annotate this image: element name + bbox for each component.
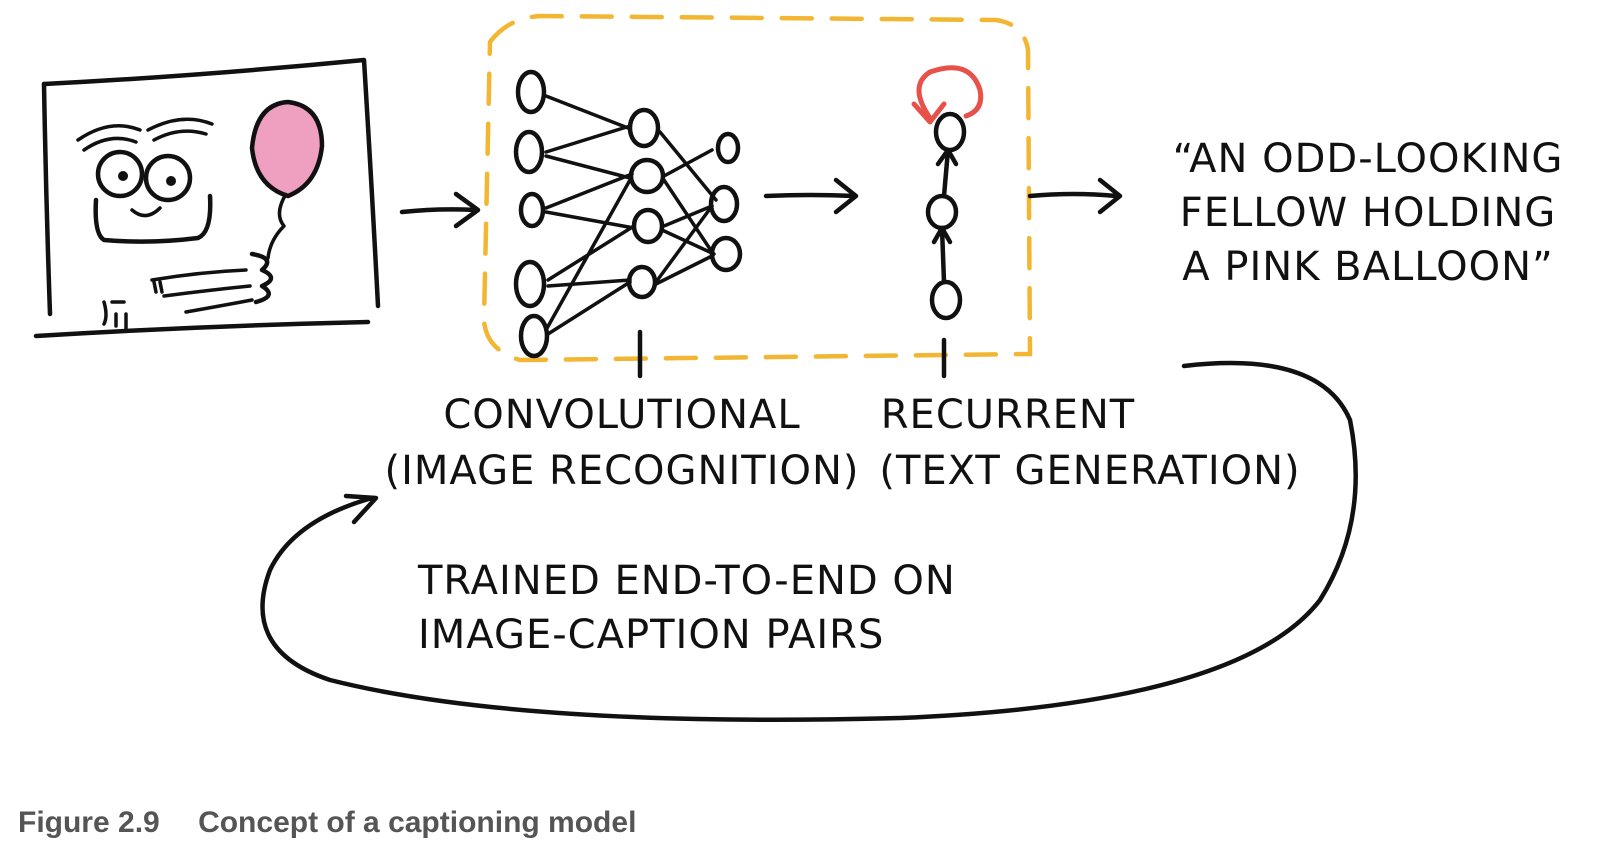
rnn-node (925, 193, 959, 231)
left-pupil (118, 171, 128, 181)
input-image-icon (33, 57, 381, 339)
nose (130, 206, 162, 218)
caption-output-line-1: “AN ODD-LOOKING (1173, 136, 1564, 182)
conv-connections-2 (654, 130, 718, 286)
arrow-to-recurrent (763, 177, 859, 215)
conv-connections-1 (544, 94, 636, 336)
conv-node (513, 129, 545, 175)
recurrent-label: RECURRENT (881, 392, 1136, 438)
training-loop-arrow (260, 360, 1358, 722)
caption-output-line-3: A PINK BALLOON” (1182, 244, 1553, 290)
balloon-outline (249, 99, 325, 199)
self-loop-arrowhead (911, 101, 947, 125)
conv-node (715, 131, 741, 165)
figure-title: Concept of a captioning model (198, 806, 637, 839)
mouth (93, 193, 213, 244)
finger-marks (152, 280, 164, 294)
recurrent-network-icon (911, 65, 984, 379)
conv-node (626, 264, 658, 300)
convolutional-label: CONVOLUTIONAL (443, 392, 800, 438)
training-label-line-2: IMAGE-CAPTION PAIRS (418, 612, 884, 658)
right-eye (143, 153, 193, 203)
conv-node (631, 207, 665, 245)
self-loop-icon (916, 65, 984, 121)
arrow-to-convolutional (399, 191, 481, 229)
conv-node (709, 235, 743, 273)
rnn-node (929, 279, 963, 321)
left-eyebrow (76, 124, 142, 152)
balloon-fill (252, 102, 322, 196)
conv-node (515, 69, 547, 115)
image-frame-top-right (41, 57, 381, 309)
left-eye (95, 149, 145, 199)
balloon-string (266, 192, 288, 260)
arrow-to-caption (1027, 177, 1123, 215)
rnn-link (931, 225, 953, 285)
arm (150, 268, 254, 314)
conv-node (627, 107, 661, 149)
image-frame-left (41, 81, 53, 317)
convolutional-sublabel: (IMAGE RECOGNITION) (385, 448, 860, 494)
figure-caption: Figure 2.9 Concept of a captioning model (18, 806, 636, 840)
right-eyebrow (146, 117, 214, 142)
rnn-link (935, 147, 959, 199)
conv-node (513, 259, 547, 309)
squiggle-marks (102, 300, 128, 330)
convolutional-network-icon (513, 69, 743, 379)
training-label-line-1: TRAINED END-TO-END ON (417, 558, 956, 604)
conv-node (518, 191, 546, 229)
conv-node (628, 157, 666, 195)
dashed-model-box (481, 13, 1033, 363)
right-pupil (166, 176, 176, 186)
rnn-node (933, 111, 967, 153)
conv-node (518, 313, 550, 359)
conv-node (708, 184, 740, 224)
hand (249, 251, 274, 305)
image-frame-bottom (33, 319, 371, 339)
figure-number: Figure 2.9 (18, 806, 160, 839)
caption-output-line-2: FELLOW HOLDING (1180, 190, 1557, 236)
recurrent-sublabel: (TEXT GENERATION) (879, 448, 1300, 494)
